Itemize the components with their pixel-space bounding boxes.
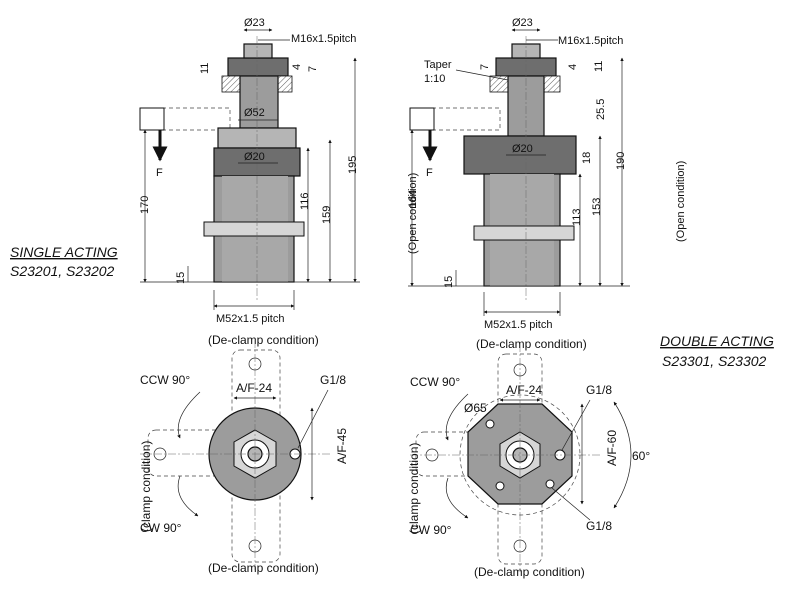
- right-dim-25-5: 25.5: [595, 99, 607, 120]
- left-plan-declamp-top: (De-clamp condition): [208, 333, 319, 347]
- left-rod: [239, 75, 279, 129]
- right-dim-dia20: Ø20: [512, 143, 533, 155]
- right-plan-g18-top: G1/8: [586, 383, 612, 397]
- left-plan-ccw: CCW 90°: [140, 373, 190, 387]
- right-dim-thread-bottom: M52x1.5 pitch: [484, 319, 552, 331]
- left-dim-159: 159: [321, 206, 333, 224]
- right-plan-bolt-c: [495, 481, 505, 491]
- right-plan-bolt-b: [545, 479, 555, 489]
- left-models: S23201, S23202: [10, 263, 115, 279]
- right-dim-7: 7: [479, 64, 491, 70]
- left-dim-open: (Open condition): [407, 173, 419, 254]
- left-top-nut: [227, 57, 289, 77]
- left-plan-af24: A/F-24: [236, 381, 272, 395]
- right-plan-dia65: Ø65: [464, 401, 487, 415]
- right-plan-clamp: (clamp condition): [407, 443, 421, 534]
- right-plan-g18-bottom-leader: [551, 487, 591, 521]
- left-rod-tip: [243, 43, 273, 59]
- left-plan-declamp-bottom: (De-clamp condition): [208, 561, 319, 575]
- left-plan-clamp: (clamp condition): [139, 441, 153, 532]
- right-dim-taper-ratio: 1:10: [424, 73, 445, 85]
- left-plan-ccw-arrow: [177, 391, 201, 439]
- right-dim-taper: Taper: [424, 59, 452, 71]
- right-dim-top-dia: Ø23: [512, 17, 533, 29]
- right-lock-nut: [473, 225, 575, 241]
- right-elevation-view: F Ø23 M16x1.5pitch Taper 1:10 7 4 11 25.…: [407, 17, 687, 331]
- left-lock-nut: [203, 221, 305, 237]
- left-plan-g18-leader: [297, 389, 329, 449]
- left-dim-4: 4: [291, 64, 303, 70]
- right-plan-af24: A/F-24: [506, 383, 542, 397]
- left-dim-7: 7: [307, 66, 319, 72]
- right-dim-18: 18: [581, 152, 593, 164]
- right-plan-cw-arrow: [445, 477, 469, 519]
- right-dim-thread-top: M16x1.5pitch: [558, 35, 623, 47]
- left-plan-g18: G1/8: [320, 373, 346, 387]
- left-dim-top-dia: Ø23: [244, 17, 265, 29]
- right-plan-declamp-bottom: (De-clamp condition): [474, 565, 585, 579]
- left-dim-dia52: Ø52: [244, 107, 265, 119]
- left-plan-view: (De-clamp condition) CCW 90° A/F-24 G1/8…: [139, 333, 349, 575]
- right-dim-113: 113: [571, 208, 583, 226]
- right-plan-angle60: 60°: [632, 449, 650, 463]
- right-plan-g18-bottom: G1/8: [586, 519, 612, 533]
- left-arm-end: [139, 107, 165, 131]
- right-plan-af60: A/F-60: [605, 430, 619, 466]
- right-plan-g18-top-leader: [561, 399, 591, 451]
- left-elevation-view: F Ø23 M16x1.5pitch 11 4 7 Ø52 Ø20 170 11…: [139, 17, 419, 325]
- right-plan-cw: CW 90°: [410, 523, 452, 537]
- right-plan-ccw: CCW 90°: [410, 375, 460, 389]
- left-force-label: F: [156, 167, 163, 179]
- right-plan-ccw-arrow: [445, 393, 469, 441]
- right-dim-153: 153: [591, 198, 603, 216]
- left-plan-af45: A/F-45: [335, 428, 349, 464]
- left-dim-195: 195: [347, 156, 359, 174]
- right-force-label: F: [426, 167, 433, 179]
- left-dim-116: 116: [299, 192, 311, 210]
- right-arm-end: [409, 107, 435, 131]
- right-dim-190: 190: [615, 152, 627, 170]
- right-plan-angle-arc: [613, 401, 632, 509]
- left-plan-cw-arrow: [177, 475, 199, 517]
- left-title: SINGLE ACTING: [10, 244, 118, 260]
- left-dim-170: 170: [139, 196, 151, 214]
- left-plan-cw: CW 90°: [140, 521, 182, 535]
- right-plan-pcd-circle: [459, 394, 581, 516]
- right-title: DOUBLE ACTING: [660, 333, 774, 349]
- right-dim-15: 15: [443, 276, 455, 288]
- right-dim-4: 4: [567, 64, 579, 70]
- left-dim-11: 11: [199, 63, 211, 74]
- left-dim-thread-bottom: M52x1.5 pitch: [216, 313, 284, 325]
- right-dim-open: (Open condition): [675, 161, 687, 242]
- right-models: S23301, S23302: [662, 353, 767, 369]
- right-plan-view: (De-clamp condition) CCW 90° Ø65 A/F-24 …: [407, 337, 650, 579]
- left-dim-15: 15: [175, 272, 187, 284]
- right-taper-leader: [455, 69, 509, 81]
- left-dim-thread-top: M16x1.5pitch: [291, 33, 356, 45]
- right-dim-11: 11: [593, 61, 605, 72]
- right-plan-bolt-a: [485, 419, 495, 429]
- right-dim-164: 164: [407, 190, 419, 208]
- right-plan-declamp-top: (De-clamp condition): [476, 337, 587, 351]
- left-dim-dia20: Ø20: [244, 151, 265, 163]
